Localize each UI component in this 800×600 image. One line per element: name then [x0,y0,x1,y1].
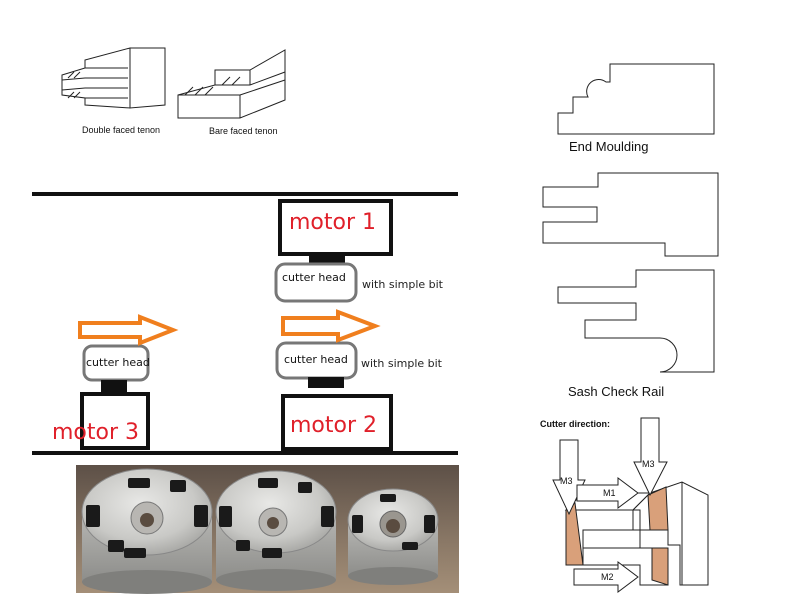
motor3-shaft [101,380,127,392]
simple-bit-top-label: with simple bit [362,278,443,291]
motor3-label: motor 3 [52,420,140,445]
feed-arrow-left [78,314,179,346]
m2-label: M2 [601,572,614,582]
sash-check-rail-label: Sash Check Rail [568,384,665,399]
m3-arrow-right [633,417,668,497]
feed-arrow-right [281,309,381,343]
motor1-label: motor 1 [289,210,377,235]
m1-label: M1 [603,488,616,498]
motor2-box [281,394,393,451]
motor2-label: motor 2 [290,413,378,438]
top-rail [32,192,458,196]
bottom-rail [32,451,458,455]
m1-arrow [576,477,639,509]
cutter-head-top-label: cutter head [282,271,346,284]
tenon-profile [542,172,719,257]
bare-faced-tenon-label: Bare faced tenon [209,126,278,136]
double-faced-tenon-drawing [61,47,166,109]
cutter-direction-title: Cutter direction: [540,419,611,429]
sash-check-rail-profile [557,269,715,373]
end-moulding-profile [557,63,715,135]
cut-face-bottom [651,547,669,586]
cutter-head-photo-1 [81,468,213,594]
cutter-head-top [274,262,358,303]
bare-faced-tenon-drawing [177,49,286,119]
motor3-box [80,392,150,450]
m3-left-label: M3 [560,476,573,486]
cutter-head-photo-3 [347,488,439,585]
cutter-head-photo-2 [215,470,337,591]
m2-arrow [573,561,639,593]
motor1-box [278,199,393,256]
double-faced-tenon-label: Double faced tenon [82,125,161,135]
end-moulding-label: End Moulding [569,139,649,154]
cut-face-top [647,486,669,531]
simple-bit-bottom-label: with simple bit [361,357,442,370]
motor1-shaft [309,254,345,263]
cutter-head-left-label: cutter head [86,356,150,369]
motor2-shaft [308,377,344,388]
cutter-head-right-label: cutter head [284,353,348,366]
m3-right-label: M3 [642,459,655,469]
